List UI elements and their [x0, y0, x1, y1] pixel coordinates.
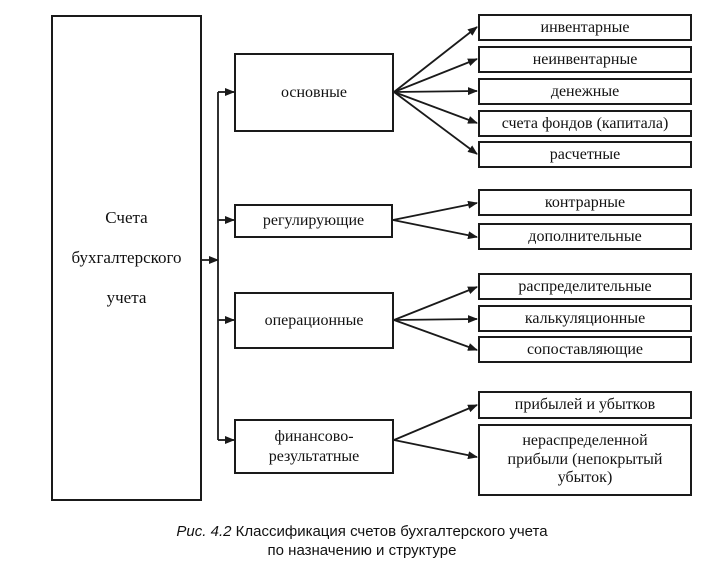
category-label-line-1: финансово-: [274, 428, 354, 446]
leaf-inventarnye: инвентарные: [478, 14, 692, 41]
leaf-label-line-1: нераспределенной: [522, 432, 648, 450]
leaf-label: расчетные: [549, 145, 621, 163]
leaf-sopostavlyayushchie: сопоставляющие: [478, 336, 692, 363]
leaf-dopolnitelnye: дополнительные: [478, 223, 692, 250]
root-box: Счета бухгалтерского учета: [51, 15, 202, 501]
figure-caption-line-2: по назначению и структуре: [0, 542, 724, 559]
leaf-scheta-fondov: счета фондов (капитала): [478, 110, 692, 137]
category-operatsionnye: операционные: [234, 292, 394, 349]
category-reguliruyushchie: регулирующие: [234, 204, 393, 238]
leaf-kontrarnye: контрарные: [478, 189, 692, 216]
category-label: регулирующие: [262, 212, 365, 230]
category-label-line-2: результатные: [268, 447, 360, 465]
leaf-label: счета фондов (капитала): [501, 114, 669, 132]
leaf-label: неинвентарные: [532, 50, 638, 68]
leaf-label: сопоставляющие: [526, 340, 644, 358]
root-line-1: Счета: [105, 208, 148, 227]
category-label: операционные: [264, 311, 364, 329]
root-line-3: учета: [106, 288, 147, 307]
leaf-pribyley-i-ubytkov: прибылей и убытков: [478, 391, 692, 419]
leaf-kalkulyatsionnye: калькуляционные: [478, 305, 692, 332]
caption-line-1: Классификация счетов бухгалтерского учет…: [235, 523, 548, 540]
leaf-raschetnye: расчетные: [478, 141, 692, 168]
leaf-label: прибылей и убытков: [514, 396, 656, 414]
leaf-label: калькуляционные: [524, 309, 646, 327]
leaf-neraspredelennoy-pribyli: нераспределенной прибыли (непокрытый убы…: [478, 424, 692, 496]
figure-caption: Рис. 4.2 Классификация счетов бухгалтерс…: [0, 523, 724, 540]
category-label: основные: [280, 83, 348, 101]
leaf-label: денежные: [550, 82, 620, 100]
leaf-neinventarnye: неинвентарные: [478, 46, 692, 73]
root-line-2: бухгалтерского: [71, 248, 182, 267]
leaf-label: инвентарные: [540, 18, 630, 36]
leaf-label: контрарные: [544, 193, 626, 211]
category-finansovo-rezultatnye: финансово- результатные: [234, 419, 394, 474]
leaf-label-line-3: убыток): [557, 469, 613, 487]
leaf-raspredelitelnye: распределительные: [478, 273, 692, 300]
figure-number: Рис. 4.2: [176, 523, 232, 540]
leaf-label: дополнительные: [528, 227, 642, 245]
leaf-label-line-2: прибыли (непокрытый: [507, 450, 663, 468]
leaf-denezhnye: денежные: [478, 78, 692, 105]
leaf-label: распределительные: [518, 277, 652, 295]
caption-line-2: по назначению и структуре: [267, 542, 457, 559]
category-osnovnye: основные: [234, 53, 394, 132]
